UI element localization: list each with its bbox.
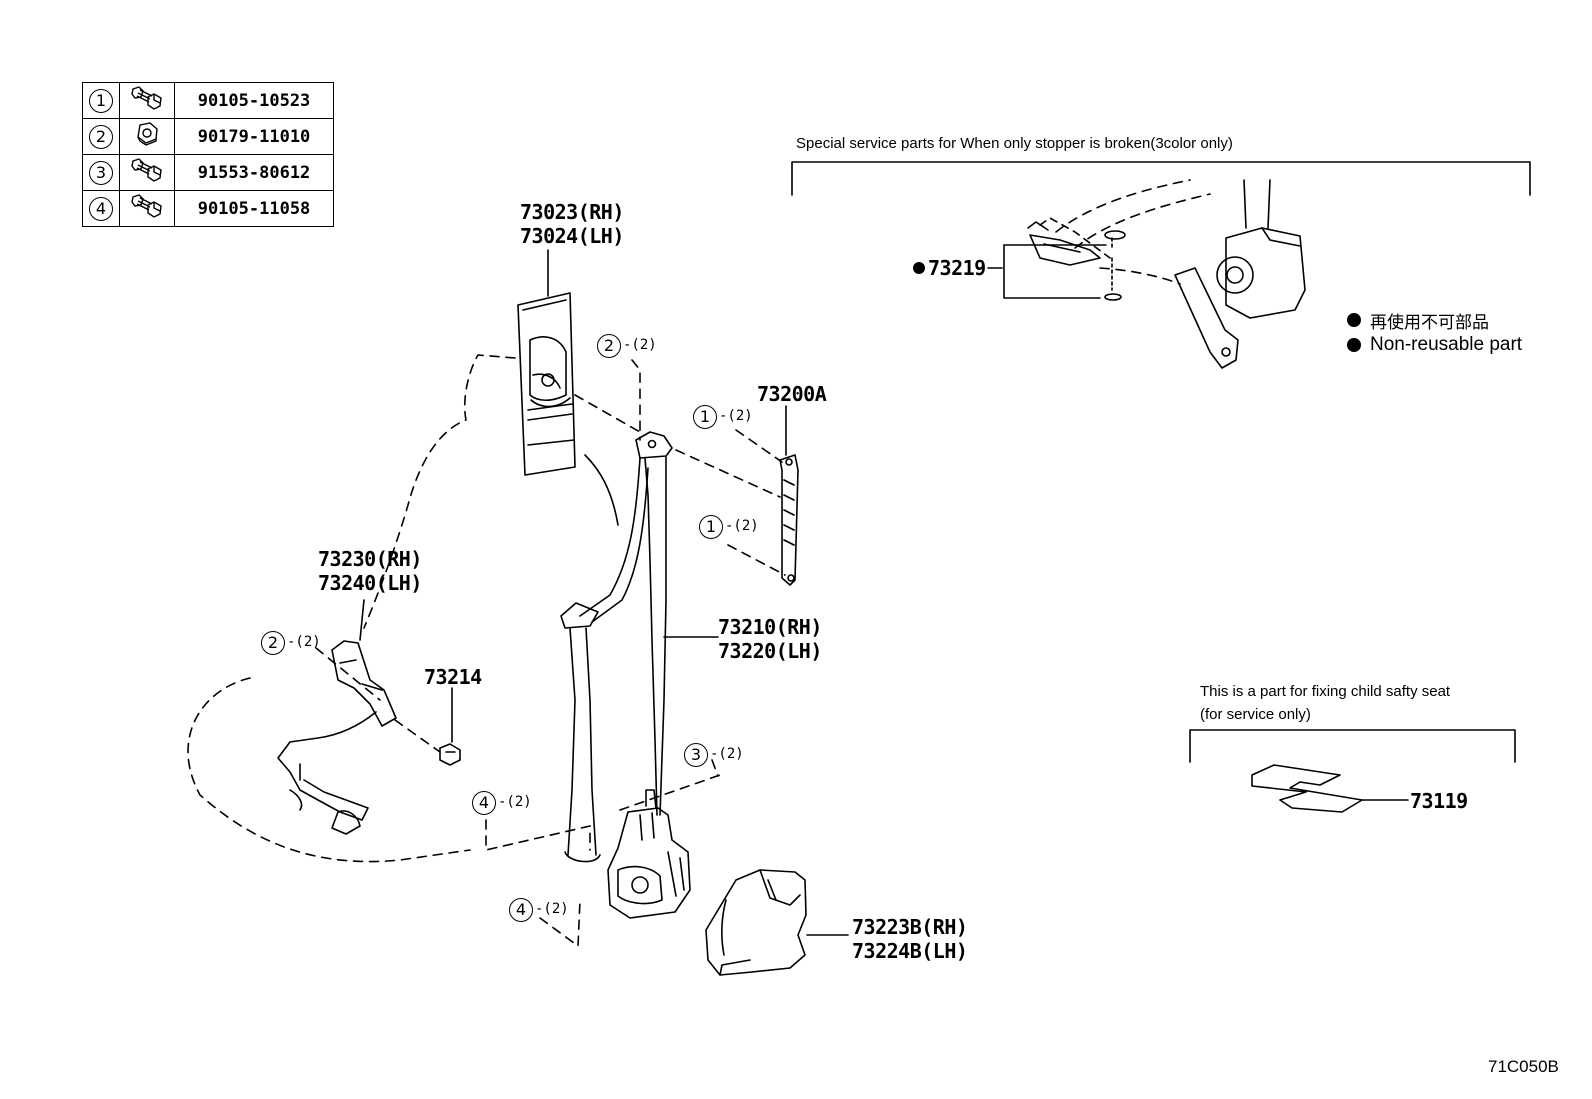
callout-qty: -(2) — [623, 337, 657, 353]
non-reusable-marker — [913, 262, 925, 274]
bolt-icon — [119, 190, 175, 227]
label-73214: 73214 — [424, 665, 482, 689]
fastener-ref: 3 — [82, 154, 120, 191]
callout-qty: -(2) — [719, 408, 753, 424]
fastener-part-number: 90105-11058 — [174, 190, 334, 227]
belt-webbing — [560, 431, 673, 863]
callout-ref: 1 — [693, 405, 717, 429]
callout-qty: -(2) — [725, 518, 759, 534]
callout-qty: -(2) — [498, 794, 532, 810]
label-73223B: 73223B(RH) — [852, 915, 968, 939]
child-seat-frame — [1189, 729, 1516, 763]
fastener-row: 2 90179-11010 — [82, 118, 334, 155]
legend-en: Non-reusable part — [1370, 334, 1523, 355]
fastener-table: 1 90105-10523 2 90179-11010 3 91553-80612 4 901… — [82, 82, 334, 227]
legend-bullet-jp — [1347, 313, 1361, 327]
retractor — [607, 789, 691, 919]
label-73230: 73230(RH) — [318, 547, 422, 571]
callout-ref: 3 — [684, 743, 708, 767]
callout-qty: -(2) — [710, 746, 744, 762]
nut-73214 — [439, 687, 461, 766]
bolt-icon — [119, 82, 175, 119]
label-73023: 73023(RH) — [520, 200, 624, 224]
retractor-cover — [705, 869, 849, 976]
fastener-row: 3 91553-80612 — [82, 154, 334, 191]
label-73200A: 73200A — [757, 382, 827, 406]
callout-ref: 4 — [509, 898, 533, 922]
fastener-ref: 1 — [82, 82, 120, 119]
belt-adjuster — [779, 405, 799, 586]
callout-ref: 4 — [472, 791, 496, 815]
child-seat-note-line2: (for service only) — [1200, 706, 1311, 723]
assembly-lines — [187, 354, 786, 947]
label-73240: 73240(LH) — [318, 571, 422, 595]
pillar-anchor-cover — [517, 249, 576, 476]
fastener-part-number: 91553-80612 — [174, 154, 334, 191]
fastener-ref: 4 — [82, 190, 120, 227]
fastener-row: 1 90105-10523 — [82, 82, 334, 119]
fastener-row: 4 90105-11058 — [82, 190, 334, 227]
callout-qty: -(2) — [535, 901, 569, 917]
callout-ref: 2 — [597, 334, 621, 358]
label-73210: 73210(RH) — [718, 615, 822, 639]
special-service-note: Special service parts for When only stop… — [796, 135, 1233, 152]
legend-bullet-en — [1347, 338, 1361, 352]
nut-icon — [119, 118, 175, 155]
fastener-part-number: 90105-10523 — [174, 82, 334, 119]
label-73224B: 73224B(LH) — [852, 939, 968, 963]
fastener-ref-number: 1 — [89, 88, 113, 113]
child-seat-note-line1: This is a part for fixing child safty se… — [1200, 683, 1451, 700]
callout-ref: 2 — [261, 631, 285, 655]
label-73024: 73024(LH) — [520, 224, 624, 248]
fastener-ref-number: 4 — [89, 196, 113, 221]
diagram-code: 71C050B — [1488, 1057, 1559, 1076]
fastener-ref-number: 3 — [89, 160, 113, 185]
label-73219: 73219 — [928, 256, 986, 280]
fastener-part-number: 90179-11010 — [174, 118, 334, 155]
stopper-assembly — [987, 179, 1306, 369]
callout-ref: 1 — [699, 515, 723, 539]
label-73119: 73119 — [1410, 789, 1468, 813]
special-service-frame — [791, 161, 1531, 196]
child-seat-plate — [1251, 764, 1409, 813]
fastener-ref-number: 2 — [89, 124, 113, 149]
seat-belt-buckle — [277, 599, 397, 835]
fastener-ref: 2 — [82, 118, 120, 155]
legend-jp: 再使用不可部品 — [1370, 313, 1489, 332]
bolt-icon — [119, 154, 175, 191]
label-73220: 73220(LH) — [718, 639, 822, 663]
callout-qty: -(2) — [287, 634, 321, 650]
